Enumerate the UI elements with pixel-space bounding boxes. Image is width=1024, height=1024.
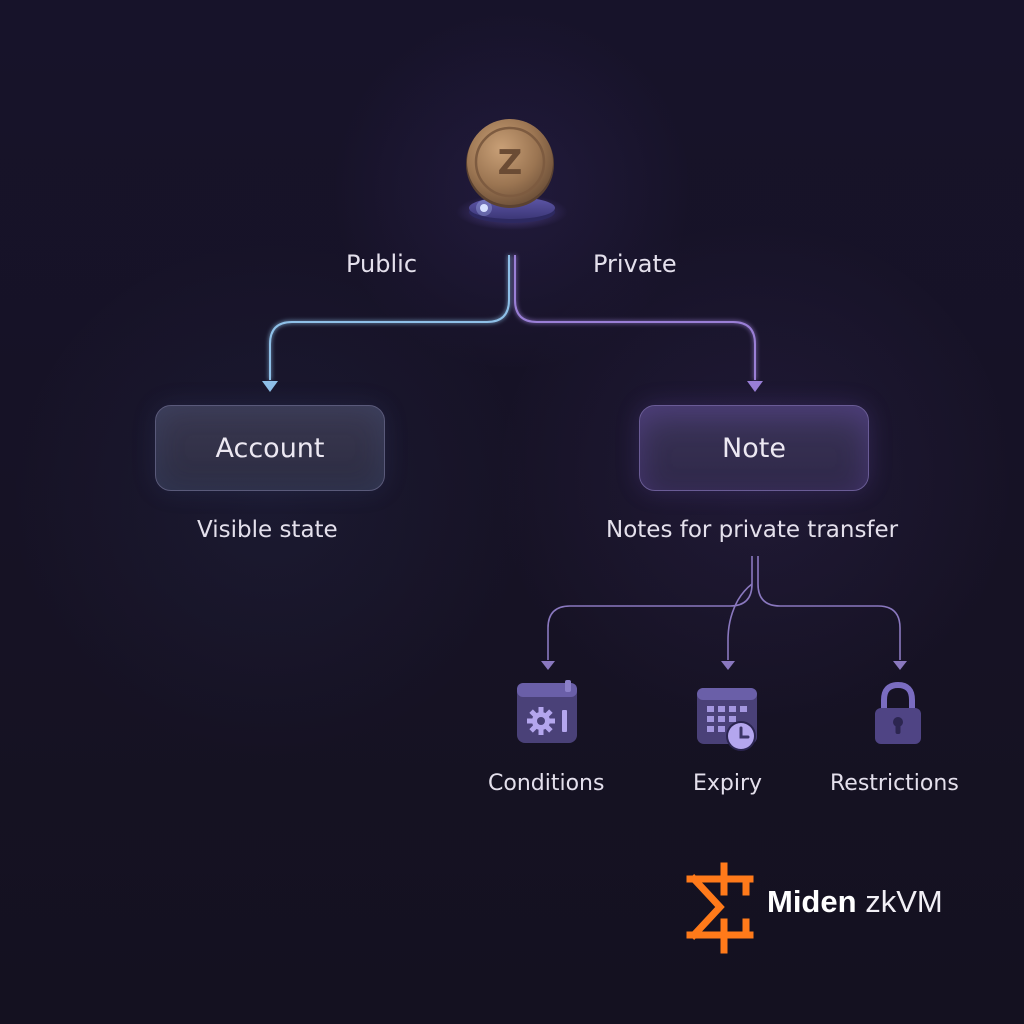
brand-name-thin: zkVM: [865, 884, 943, 919]
private-branch-line: [514, 255, 756, 380]
note-node-label: Note: [722, 432, 786, 464]
account-node: Account: [155, 405, 385, 491]
public-branch-label: Public: [346, 250, 418, 278]
svg-text:Z: Z: [498, 143, 523, 183]
coin-token-icon: Z: [456, 119, 568, 230]
expiry-arrowhead: [721, 661, 735, 670]
public-arrowhead: [262, 381, 278, 392]
feature-label-expiry: Expiry: [693, 771, 763, 796]
restrictions-arrowhead: [893, 661, 907, 670]
brand-name-bold: Miden: [767, 884, 857, 919]
calendar-clock-icon: [697, 688, 757, 751]
brand-wordmark: Miden zkVM: [767, 884, 943, 920]
miden-logo-icon: [686, 862, 754, 954]
feature-label-conditions: Conditions: [488, 771, 605, 796]
private-branch-label: Private: [593, 250, 677, 278]
note-description: Notes for private transfer: [606, 517, 899, 543]
conditions-branch-line: [547, 556, 753, 660]
private-arrowhead: [747, 381, 763, 392]
restrictions-branch-line: [757, 556, 901, 660]
padlock-icon: [875, 681, 921, 744]
account-description: Visible state: [197, 517, 338, 543]
public-branch-line: [269, 255, 510, 380]
note-node: Note: [639, 405, 869, 491]
calendar-gear-icon: [517, 680, 577, 743]
expiry-branch-line: [727, 583, 753, 660]
feature-label-restrictions: Restrictions: [830, 771, 959, 796]
account-node-label: Account: [215, 432, 325, 464]
conditions-arrowhead: [541, 661, 555, 670]
